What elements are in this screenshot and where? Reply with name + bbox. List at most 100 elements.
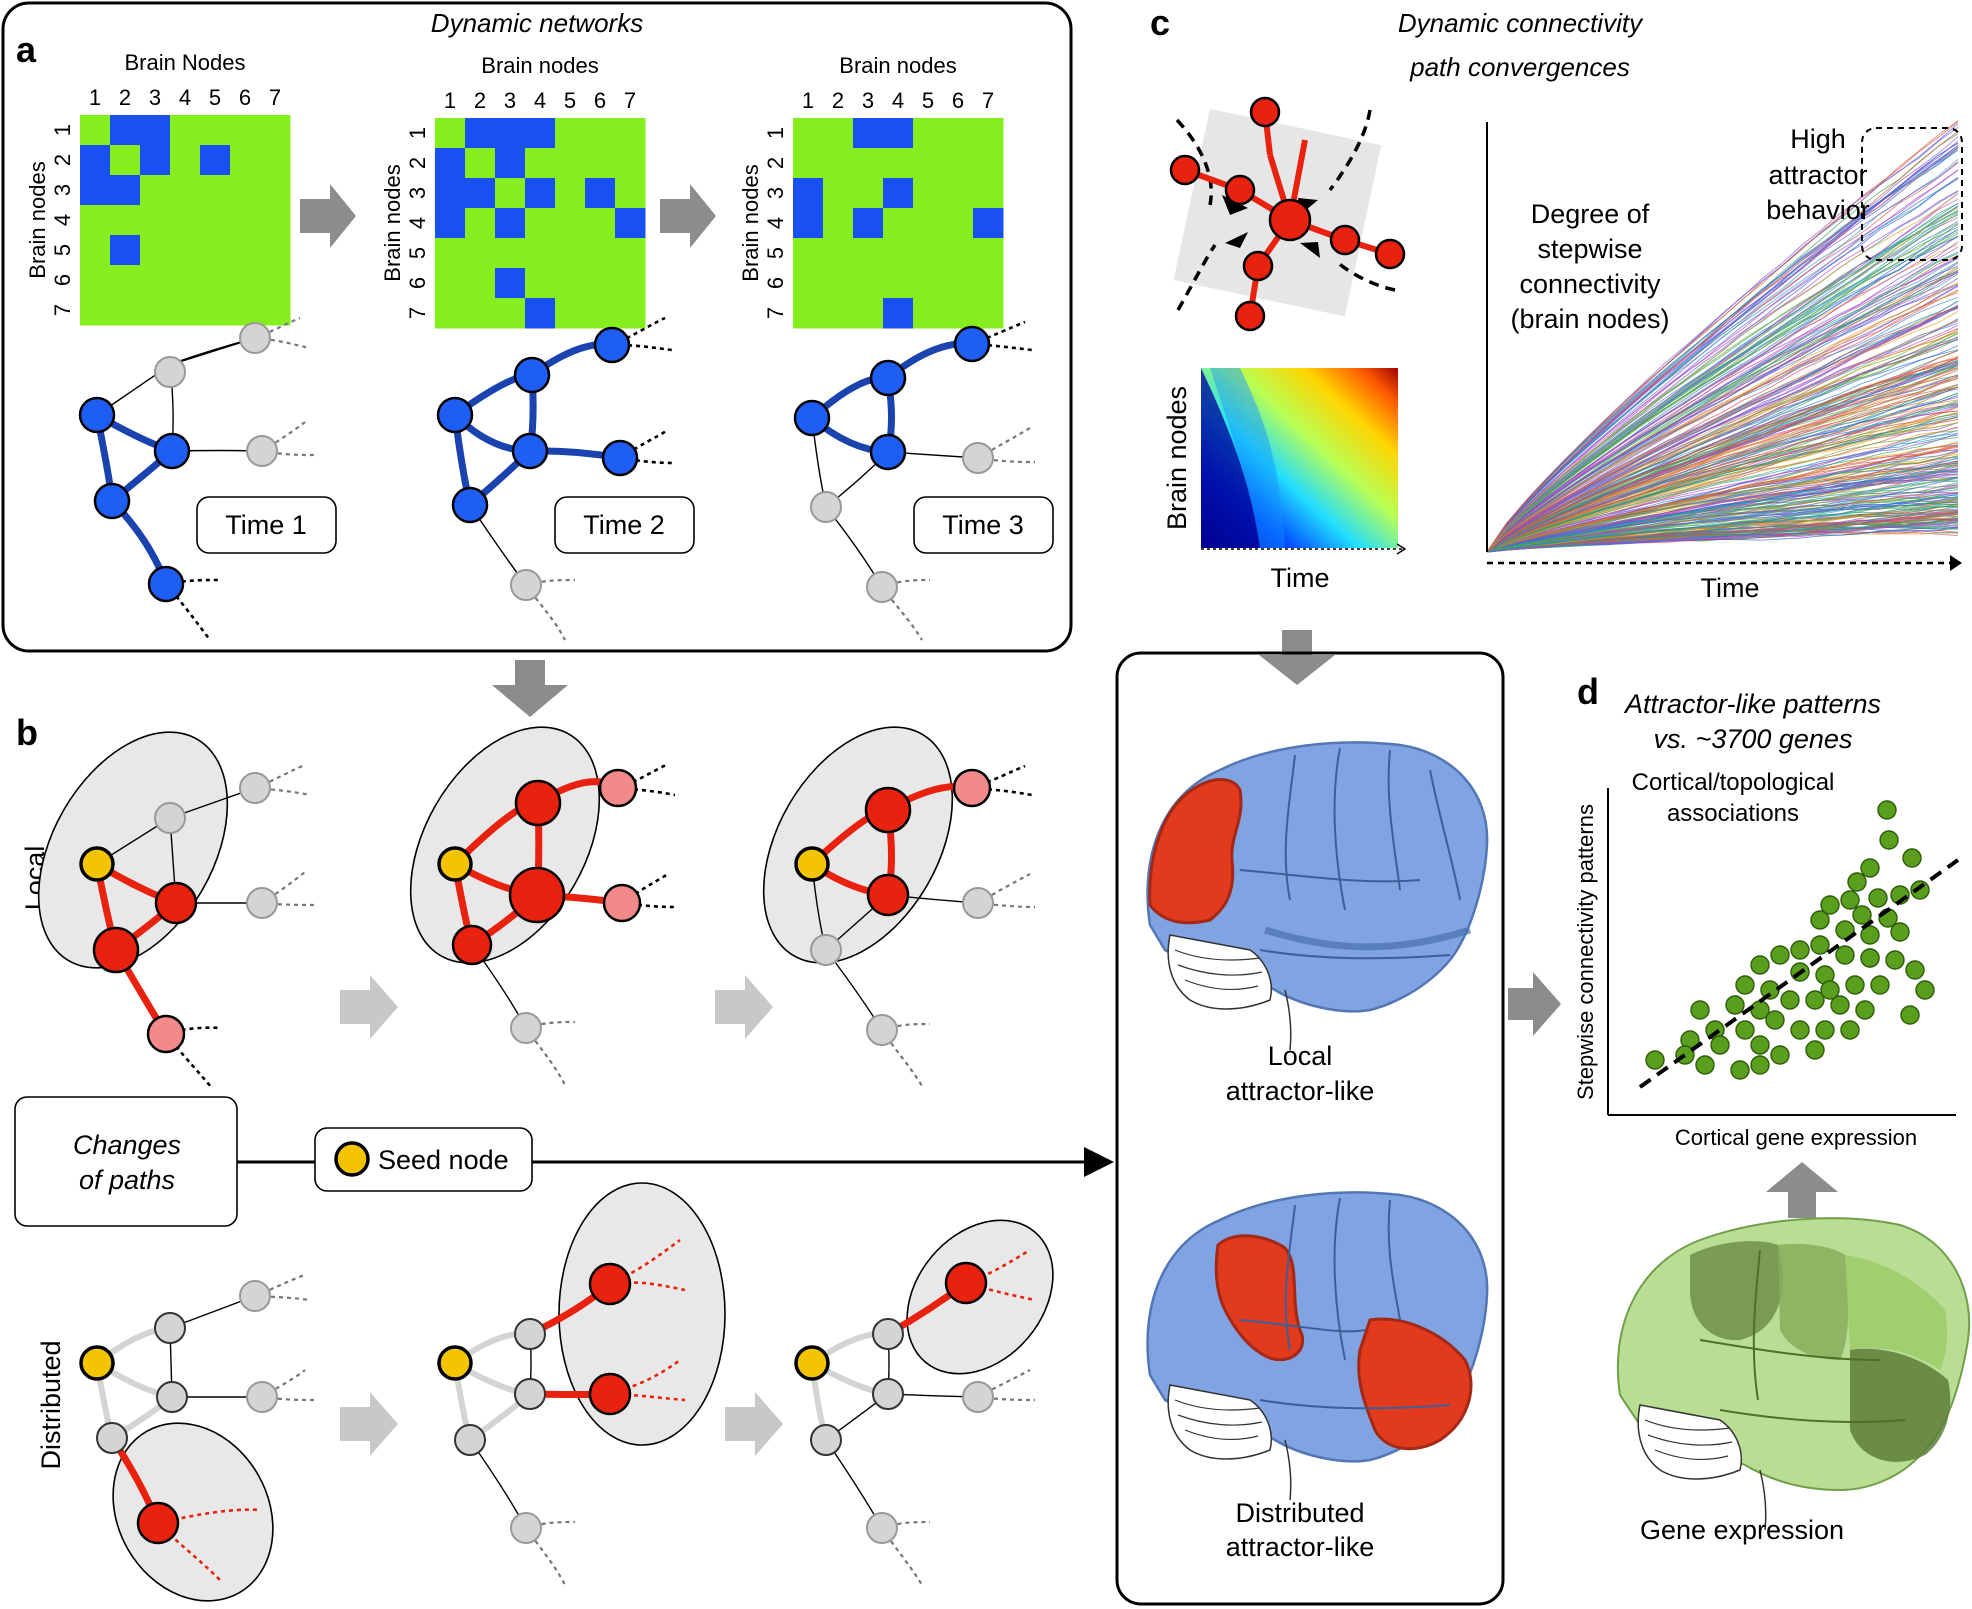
trajectory-line [1486, 331, 1959, 553]
trajectory-line [1486, 497, 1959, 553]
seed-node-legend: Seed node [314, 1127, 533, 1192]
trajectory-line [1486, 455, 1959, 553]
matrix-cell-empty [853, 238, 884, 269]
network-time-1 [78, 316, 316, 641]
high-attractor-line-3: behavior [1766, 195, 1870, 225]
trajectory-line [1486, 403, 1959, 553]
matrix-cell-empty [853, 268, 884, 299]
matrix-cell-empty [170, 175, 201, 206]
matrix-cell-empty [615, 178, 646, 209]
matrix-cell-connected [495, 148, 526, 179]
matrix-cell-empty [555, 238, 586, 269]
brains-frame [1115, 651, 1505, 1606]
matrix-cell-empty [170, 115, 201, 146]
matrix-cell-empty [230, 205, 261, 236]
matrix-cell-connected [525, 118, 556, 149]
matrix-cell-empty [973, 178, 1004, 209]
connectivity-heatmap: Brain nodes Time [1162, 368, 1407, 593]
trajectory-line [1486, 504, 1959, 553]
matrix-cell-connected [973, 208, 1004, 239]
matrix-cell-empty [793, 238, 824, 269]
trajectory-line [1486, 246, 1959, 553]
matrix-cell-connected [140, 145, 171, 176]
scatter-point [1725, 995, 1745, 1015]
trajectory-line [1486, 241, 1959, 553]
trajectory-line [1486, 190, 1959, 553]
trajectory-line [1486, 336, 1959, 553]
trajectory-line [1486, 290, 1959, 553]
heatmap-xlabel: Time [1271, 563, 1330, 593]
high-attractor-line-2: attractor [1768, 160, 1867, 190]
seed-node-icon [334, 1141, 370, 1177]
scatter-point [1847, 872, 1867, 892]
trajectory-line [1486, 358, 1959, 553]
matrix-cell-empty [913, 118, 944, 149]
trajectory-line [1486, 283, 1959, 553]
trajectory-line [1486, 329, 1959, 553]
scatter-point [1840, 890, 1860, 910]
row-label-distributed: Distributed [36, 1340, 66, 1469]
changes-of-paths-box: Changes of paths [14, 1096, 238, 1227]
plot-annotation-line-4: (brain nodes) [1510, 304, 1669, 334]
matrix-row-tick: 5 [763, 247, 788, 259]
matrix-cell-empty [525, 208, 556, 239]
scatter-point [1780, 990, 1800, 1010]
scatter-points [1645, 800, 1935, 1080]
scatter-point [1695, 1055, 1715, 1075]
matrix-cell-empty [230, 145, 261, 176]
matrix-col-tick: 7 [624, 88, 636, 113]
trajectory-line [1486, 193, 1959, 553]
scatter-point [1845, 975, 1865, 995]
scatter-point [1890, 922, 1910, 942]
matrix-cell-empty [260, 115, 291, 146]
matrix-cell-empty [913, 298, 944, 329]
matrix-title: Brain Nodes [124, 50, 245, 75]
matrix-cell-empty [435, 298, 466, 329]
matrix-cell-connected [883, 178, 914, 209]
trajectory-line [1486, 222, 1959, 553]
matrix-cell-empty [495, 238, 526, 269]
trajectory-line [1486, 460, 1959, 553]
trajectory-line [1486, 521, 1959, 553]
heatmap-ylabel: Brain nodes [1162, 386, 1192, 530]
distributed-brain-label-1: Distributed [1235, 1498, 1364, 1528]
trend-line [1638, 858, 1960, 1089]
matrix-cell-empty [80, 295, 111, 326]
matrix-cell-connected [435, 148, 466, 179]
matrix-col-tick: 1 [444, 88, 456, 113]
matrix-cell-empty [260, 145, 291, 176]
matrix-col-tick: 2 [119, 85, 131, 110]
matrix-cell-empty [230, 235, 261, 266]
trajectory-line [1486, 142, 1959, 553]
scatter-point [1735, 975, 1755, 995]
matrix-col-tick: 4 [179, 85, 191, 110]
trajectory-line [1486, 496, 1959, 553]
matrix-cell-empty [495, 298, 526, 329]
matrix-row-tick: 6 [763, 277, 788, 289]
matrix-col-tick: 2 [474, 88, 486, 113]
scatter-point [1790, 1020, 1810, 1040]
matrix-cell-empty [230, 265, 261, 296]
scatter-plot: Stepwise connectivity patterns Cortical … [1573, 788, 1960, 1150]
distributed-brain: Distributed attractor-like [1146, 1191, 1489, 1562]
time-label-2: Time 2 [554, 496, 695, 554]
matrix-cell-empty [883, 238, 914, 269]
matrix-cell-empty [973, 238, 1004, 269]
matrix-cell-empty [793, 268, 824, 299]
scatter-point [1815, 1020, 1835, 1040]
matrix-col-tick: 3 [504, 88, 516, 113]
scatter-point [1735, 1020, 1755, 1040]
matrix-cell-empty [170, 145, 201, 176]
panel-d-letter: d [1577, 671, 1599, 712]
high-attractor-box [1861, 127, 1963, 261]
network-time-2 [436, 316, 676, 641]
scatter-point [1690, 1000, 1710, 1020]
matrix-cell-empty [615, 148, 646, 179]
matrix-title: Brain nodes [839, 53, 956, 78]
plot-annotation-line-1: Degree of [1531, 199, 1650, 229]
matrix-cell-empty [465, 238, 496, 269]
matrix-cell-empty [973, 298, 1004, 329]
scatter-point [1790, 940, 1810, 960]
